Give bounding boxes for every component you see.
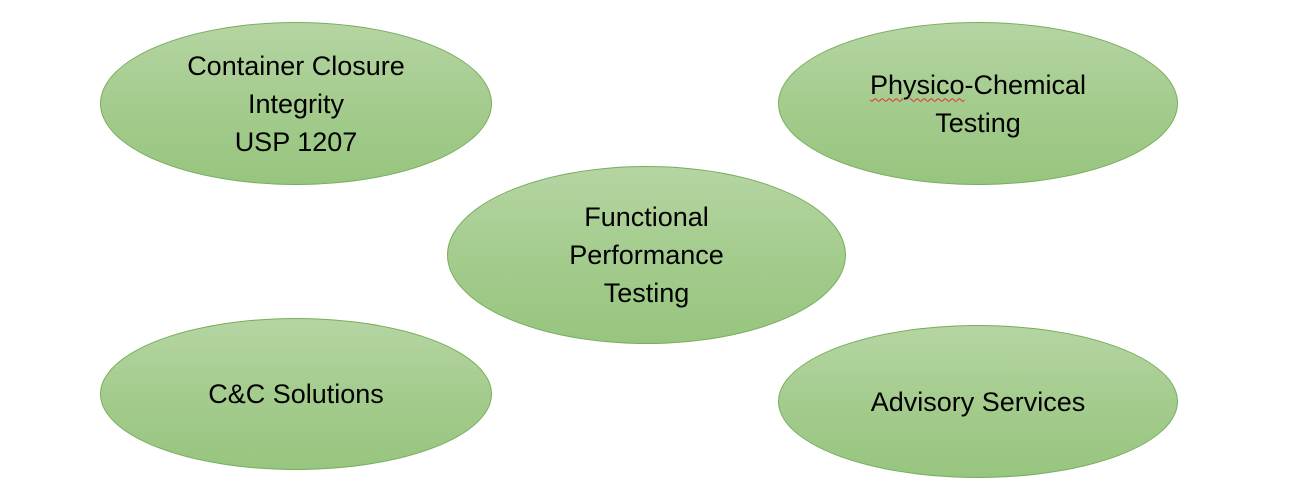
node-line: Integrity <box>247 88 345 119</box>
node-line: Advisory Services <box>870 386 1086 417</box>
spellcheck-word: Physico <box>869 69 965 100</box>
physico-chemical-testing-node: Physico-Chemical Testing <box>778 22 1178 185</box>
node-line: Physico-Chemical <box>870 66 1086 104</box>
node-line: Testing <box>935 107 1021 138</box>
node-line-rest: -Chemical <box>964 69 1087 100</box>
advisory-services-node: Advisory Services <box>778 325 1178 478</box>
node-line: Container Closure <box>187 50 405 81</box>
functional-performance-testing-node: Functional Performance Testing <box>447 166 846 344</box>
node-line: Functional <box>584 202 709 232</box>
node-line: Testing <box>603 278 690 308</box>
node-line: USP 1207 <box>234 126 358 157</box>
node-line: Performance <box>569 240 724 270</box>
cc-solutions-node: C&C Solutions <box>100 318 492 470</box>
container-closure-integrity-node: Container Closure Integrity USP 1207 <box>100 22 492 185</box>
node-line: C&C Solutions <box>208 379 384 409</box>
